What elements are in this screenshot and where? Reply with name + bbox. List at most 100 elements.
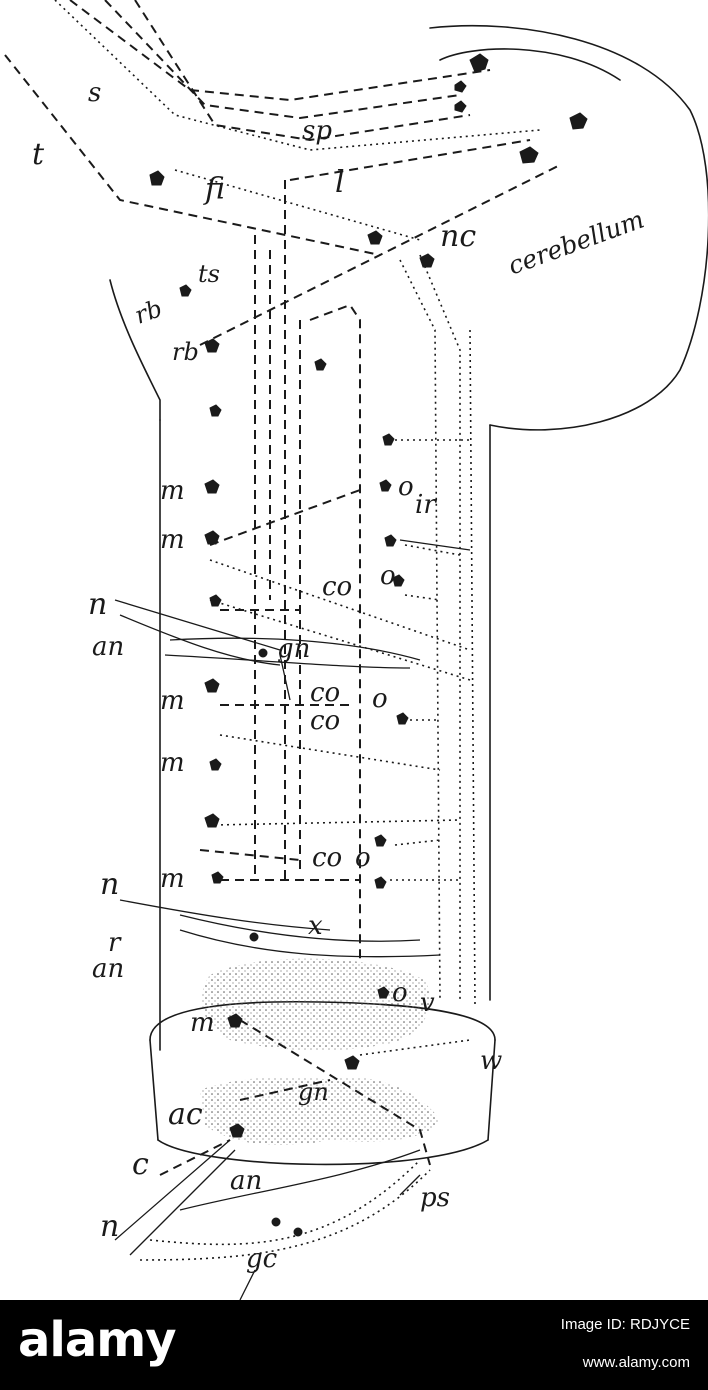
- dotted-right-1: [419, 254, 461, 1000]
- root-nerve-lower-3: [179, 1149, 421, 1211]
- label-rb-lower: rb: [172, 338, 199, 366]
- neuron-cell-nc-1: [367, 230, 383, 245]
- root-nerve-middle: [119, 899, 331, 931]
- label-r: r: [108, 928, 121, 958]
- ps-pointer: [399, 1174, 421, 1196]
- tract-lower-1: [239, 1019, 431, 1166]
- label-ps: ps: [420, 1183, 450, 1213]
- dotted-w: [359, 1039, 471, 1056]
- nerve-diagram-figure: s t sp fi l nc cerebellum ts rb rb m m o…: [4, 0, 708, 1300]
- label-n-2: n: [100, 867, 120, 902]
- dotted-o-9: [394, 839, 441, 846]
- dotted-right-2: [399, 259, 441, 1001]
- site-url-text: www.alamy.com: [582, 1354, 690, 1371]
- label-co-1: co: [322, 572, 353, 602]
- tract-co-4: [199, 849, 301, 861]
- dotted-lower-root-2: [139, 1169, 431, 1261]
- label-an-1: an: [92, 632, 125, 662]
- label-o-4: o: [355, 843, 371, 873]
- dotted-lower-root: [149, 1159, 421, 1246]
- neuron-cell-m-1: [209, 404, 222, 417]
- neuron-cell-o-1: [382, 433, 395, 446]
- cerebellum-inner-edge: [439, 48, 621, 81]
- tract-lower-2: [239, 1079, 331, 1101]
- root-nerve-lower-2: [129, 1149, 236, 1256]
- neuron-cell-m-4: [209, 594, 222, 607]
- tract-co-1: [209, 489, 361, 546]
- label-ts: ts: [198, 260, 220, 288]
- neuron-cell-nc-2: [419, 253, 435, 268]
- label-o-1: o: [398, 472, 414, 502]
- neuron-cell-inner: [314, 358, 327, 371]
- root-nerve-upper-left: [114, 599, 281, 651]
- label-co-4: co: [312, 843, 343, 873]
- neuron-cell-w: [344, 1055, 360, 1070]
- tract-upper-3: [134, 0, 471, 142]
- tract-upper-2: [104, 0, 461, 120]
- neuron-cell-sp: [569, 112, 588, 130]
- root-nerve-middle-2: [179, 914, 421, 942]
- neuron-cell-o-7: [374, 876, 387, 889]
- neuron-cell-m-5: [204, 678, 220, 693]
- dotted-fi: [174, 169, 421, 241]
- grey-matter-lower: [200, 1077, 440, 1145]
- neuron-cell-o-6: [374, 834, 387, 847]
- label-gc: gc: [246, 1244, 278, 1274]
- root-nerve-upper-left-2: [119, 614, 281, 666]
- grey-matter-upper: [201, 958, 430, 1051]
- label-v: v: [420, 988, 435, 1018]
- label-co-2: co: [310, 678, 341, 708]
- label-w: w: [480, 1046, 503, 1076]
- dotted-s-1: [54, 0, 541, 151]
- tract-root-c: [159, 1139, 231, 1176]
- label-o-3: o: [372, 684, 388, 714]
- neuron-cell-t: [149, 170, 165, 186]
- label-m-3: m: [160, 686, 185, 716]
- dotted-o-1: [209, 559, 471, 651]
- label-m-6: m: [190, 1008, 215, 1038]
- neuron-cell-m-6: [209, 758, 222, 771]
- root-nerve-middle-3: [179, 929, 441, 958]
- neuron-cell-m-2: [204, 479, 220, 494]
- tract-t: [4, 54, 381, 256]
- dotted-o-4: [214, 819, 461, 826]
- label-x: x: [308, 911, 323, 941]
- alamy-logo: alamy: [18, 1312, 177, 1368]
- label-m-5: m: [160, 864, 185, 894]
- label-t: t: [32, 137, 45, 172]
- label-n-3: n: [100, 1209, 120, 1244]
- neuron-cell-top-2: [454, 80, 467, 93]
- label-gn: gn: [277, 634, 311, 664]
- root-nerve-upper-2: [164, 654, 411, 669]
- neuron-cell-rb-1: [179, 284, 192, 297]
- gc-stem: [239, 1269, 256, 1300]
- label-l: l: [335, 165, 345, 200]
- ganglion-cell-x: [249, 932, 259, 942]
- tract-l: [289, 139, 531, 181]
- dotted-right-3: [469, 329, 476, 1006]
- tract-upper-1: [69, 0, 491, 102]
- brainstem-upper-left-outline: [109, 279, 161, 421]
- label-o-2: o: [380, 561, 396, 591]
- label-an-2: an: [92, 954, 125, 984]
- neuron-cell-rb-2: [204, 338, 220, 353]
- label-fi: fi: [205, 172, 226, 207]
- tract-rb: [199, 164, 561, 346]
- label-n-1: n: [88, 587, 108, 622]
- neuron-cell-o-5: [396, 712, 409, 725]
- neuron-cell-top-3: [454, 100, 467, 113]
- neuron-cell-horn-2: [377, 986, 390, 999]
- neuron-cell-top-1: [469, 53, 489, 73]
- label-ac: ac: [168, 1097, 203, 1132]
- neuron-cell-o-3: [384, 534, 397, 547]
- label-m-4: m: [160, 748, 185, 778]
- connector-ir: [399, 539, 471, 551]
- label-co-3: co: [310, 706, 341, 736]
- nerve-diagram-drawing: [4, 0, 708, 1300]
- neuron-cell-upper-right: [519, 146, 539, 164]
- label-m-2: m: [160, 525, 185, 555]
- cord-section-bottom: [157, 1139, 489, 1166]
- watermark-footer: alamy Image ID: RDJYCE www.alamy.com: [0, 1300, 708, 1390]
- cord-section-side-right: [487, 1039, 496, 1141]
- neuron-cell-m-7: [204, 813, 220, 828]
